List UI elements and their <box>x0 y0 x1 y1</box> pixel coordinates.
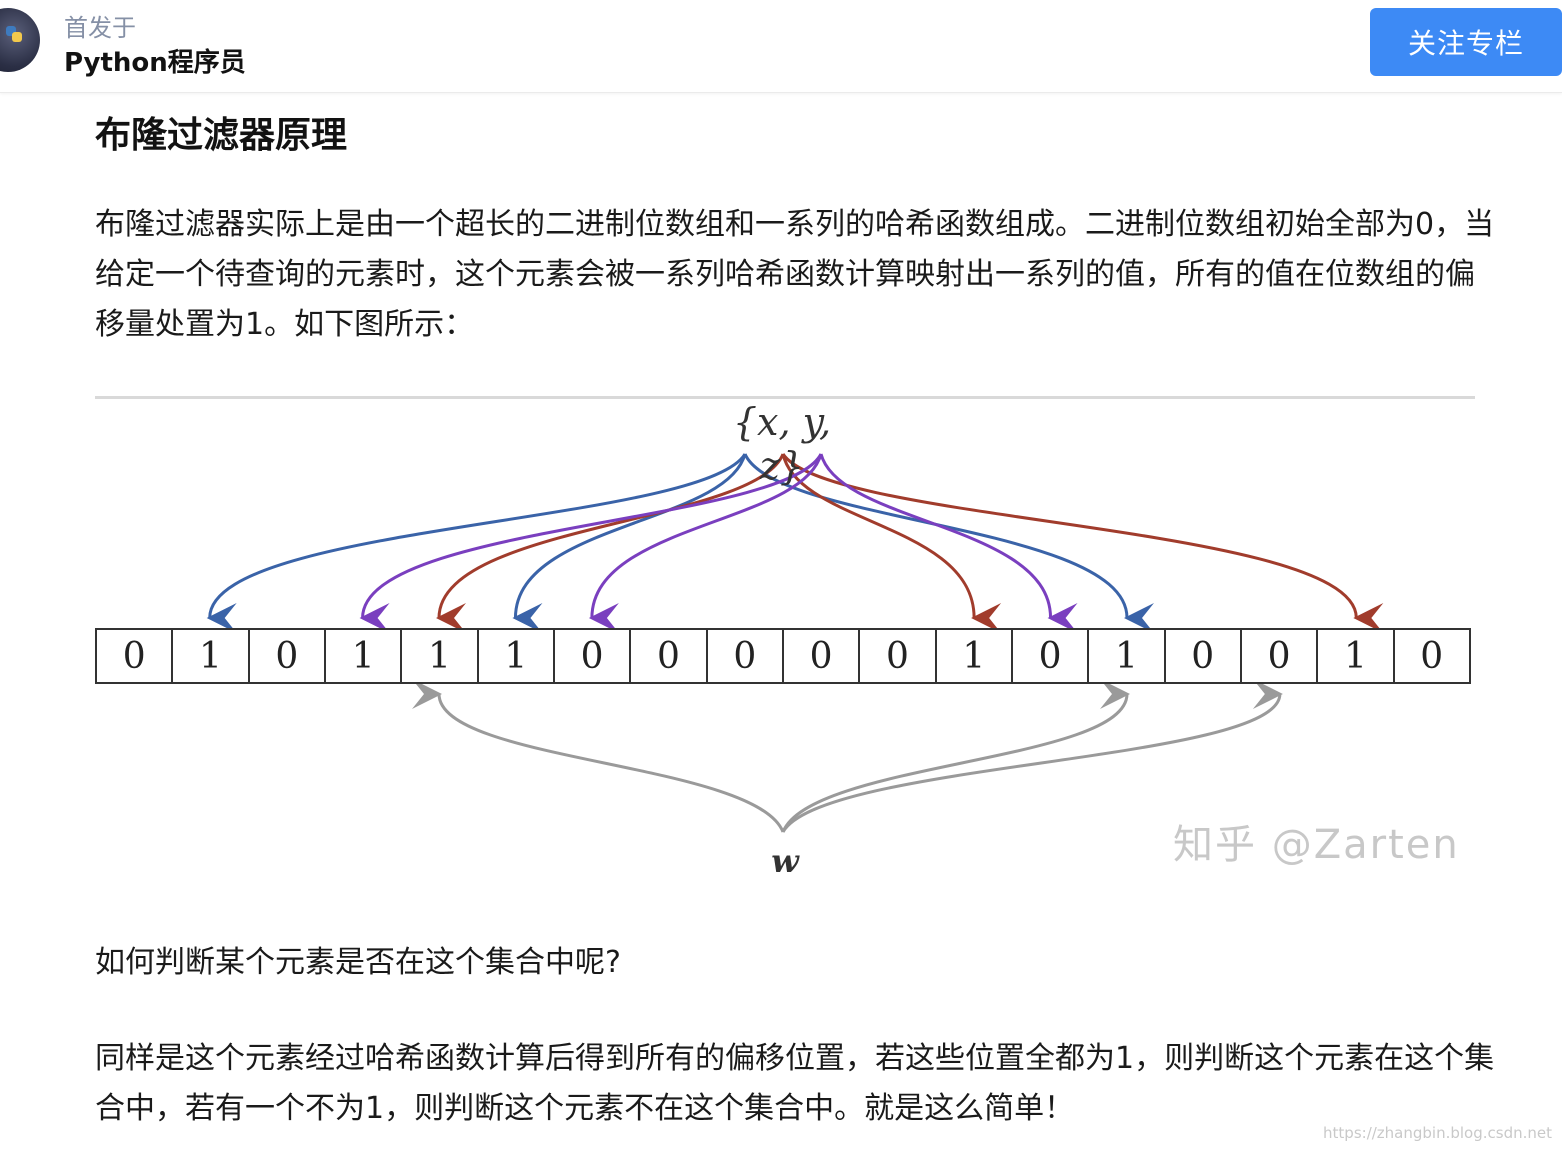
question-paragraph: 如何判断某个元素是否在这个集合中呢? <box>95 938 1495 988</box>
python-logo-icon-part <box>12 32 22 42</box>
bit-cell: 1 <box>937 630 1013 682</box>
bit-cell: 0 <box>1166 630 1242 682</box>
column-name-link[interactable]: Python程序员 <box>64 42 246 79</box>
set-xyz-label: {x, y, z} <box>707 400 857 488</box>
bit-cell: 0 <box>1242 630 1318 682</box>
bit-cell: 0 <box>708 630 784 682</box>
published-in-label: 首发于 <box>64 8 136 43</box>
bit-cell: 0 <box>631 630 707 682</box>
hash-arrow-x <box>210 454 745 618</box>
query-arrow-w <box>783 694 1127 832</box>
answer-paragraph: 同样是这个元素经过哈希函数计算后得到所有的偏移位置，若这些位置全都为1，则判断这… <box>95 1034 1495 1134</box>
bit-cell: 1 <box>479 630 555 682</box>
bit-cell: 1 <box>402 630 478 682</box>
section-heading: 布隆过滤器原理 <box>95 106 347 158</box>
column-avatar[interactable] <box>0 8 40 72</box>
bit-cell: 0 <box>784 630 860 682</box>
bit-cell: 0 <box>860 630 936 682</box>
bit-cell: 0 <box>250 630 326 682</box>
query-arrow-w <box>439 694 783 832</box>
bit-cell: 1 <box>173 630 249 682</box>
query-element-label: w <box>755 842 815 880</box>
bit-cell: 1 <box>1089 630 1165 682</box>
csdn-watermark: https://zhangbin.blog.csdn.net <box>1323 1124 1552 1142</box>
intro-paragraph: 布隆过滤器实际上是由一个超长的二进制位数组和一系列的哈希函数组成。二进制位数组初… <box>95 200 1495 350</box>
bit-cell: 1 <box>326 630 402 682</box>
bit-cell: 0 <box>1395 630 1469 682</box>
bit-cell: 0 <box>97 630 173 682</box>
bit-cell: 0 <box>1013 630 1089 682</box>
follow-column-button[interactable]: 关注专栏 <box>1370 8 1562 76</box>
bit-cell: 0 <box>555 630 631 682</box>
zhihu-watermark: 知乎 @Zarten <box>1173 812 1460 870</box>
column-header: 首发于 Python程序员 关注专栏 <box>0 0 1562 93</box>
hash-arrow-y <box>783 454 1356 618</box>
bit-cell: 1 <box>1318 630 1394 682</box>
